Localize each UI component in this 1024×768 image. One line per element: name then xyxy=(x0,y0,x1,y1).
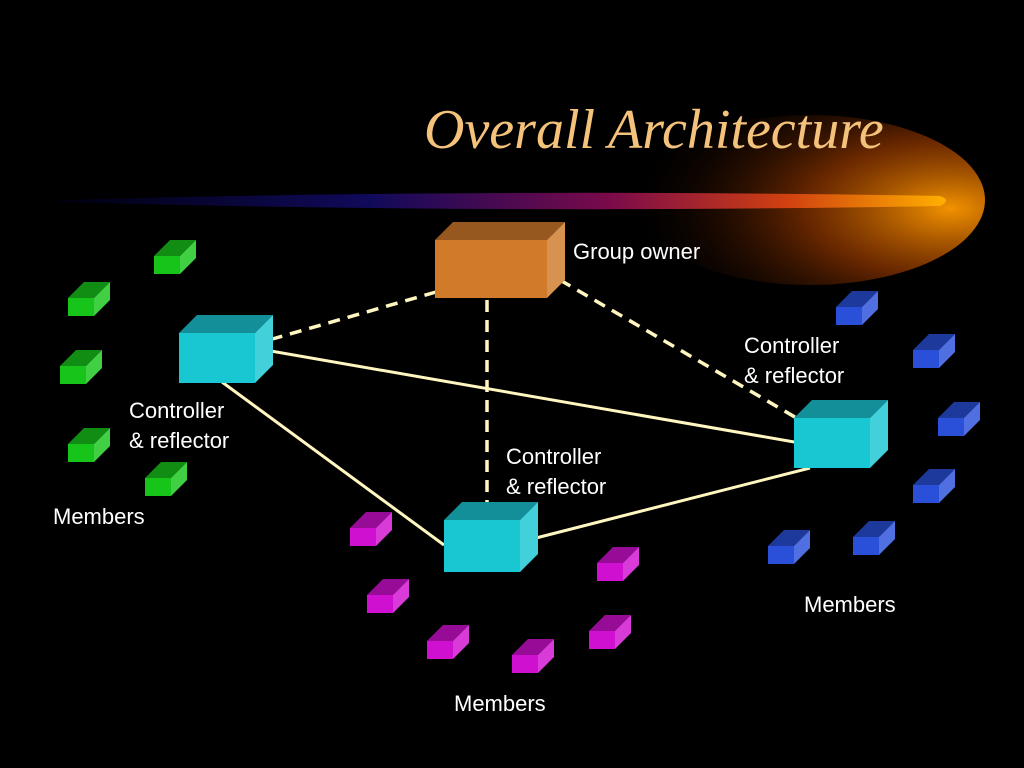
controller-left-label-line1: Controller xyxy=(129,398,225,423)
link-center-right xyxy=(535,466,811,540)
controller-right-label-line1: Controller xyxy=(744,333,840,358)
group-owner-box xyxy=(435,222,565,298)
member-center-box-2 xyxy=(367,579,409,613)
member-center-box-6 xyxy=(589,615,631,649)
members-left-label: Members xyxy=(53,504,145,529)
member-left-box-4 xyxy=(68,428,110,462)
members-right-label: Members xyxy=(804,592,896,617)
member-center-box-3 xyxy=(427,625,469,659)
member-right-box-3 xyxy=(938,402,980,436)
dashed-links xyxy=(261,278,801,505)
members-center-label: Members xyxy=(454,691,546,716)
solid-links xyxy=(221,348,811,547)
link-owner-right xyxy=(559,278,801,422)
group-owner-label: Group owner xyxy=(573,239,701,264)
link-owner-left xyxy=(261,290,437,344)
member-center-box-1 xyxy=(350,512,392,546)
controller-left-box xyxy=(179,315,273,383)
page-title: Overall Architecture xyxy=(424,99,884,161)
member-center-box-5 xyxy=(597,547,639,581)
controller-center-box xyxy=(444,502,538,572)
link-left-right xyxy=(264,348,801,445)
member-left-box-2 xyxy=(68,282,110,316)
member-left-box-5 xyxy=(145,462,187,496)
controller-center-label: Controller & reflector xyxy=(506,442,606,502)
member-center-box-4 xyxy=(512,639,554,673)
controller-left-label-line2: & reflector xyxy=(129,428,230,453)
decorative-swoosh xyxy=(60,115,985,285)
node-boxes xyxy=(60,222,980,673)
controller-left-label: Controller & reflector xyxy=(129,396,229,456)
member-right-box-1 xyxy=(836,291,878,325)
controller-center-label-line2: & reflector xyxy=(506,474,607,499)
controller-center-label-line1: Controller xyxy=(506,444,602,469)
member-left-box-3 xyxy=(60,350,102,384)
controller-right-label: Controller & reflector xyxy=(744,331,844,391)
link-left-center xyxy=(221,380,445,547)
member-right-box-2 xyxy=(913,334,955,368)
member-right-box-6 xyxy=(768,530,810,564)
member-right-box-4 xyxy=(913,469,955,503)
member-right-box-5 xyxy=(853,521,895,555)
controller-right-label-line2: & reflector xyxy=(744,363,845,388)
controller-right-box xyxy=(794,400,888,468)
member-left-box-1 xyxy=(154,240,196,274)
